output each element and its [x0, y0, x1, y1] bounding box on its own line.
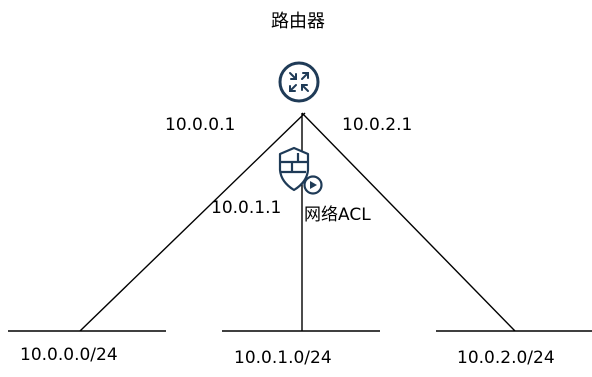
router-title: 路由器: [271, 11, 325, 32]
interface-ip-middle: 10.0.1.1: [211, 198, 282, 218]
firewall-shield-icon: [278, 146, 323, 195]
subnet-label-0: 10.0.0.0/24: [20, 345, 118, 365]
link-router-to-subnet-0: [79, 112, 306, 332]
link-router-to-subnet-2: [301, 112, 516, 332]
router-icon: [278, 61, 320, 103]
subnet-label-1: 10.0.1.0/24: [234, 348, 332, 368]
acl-label: 网络ACL: [304, 205, 371, 225]
subnet-label-2: 10.0.2.0/24: [457, 348, 555, 368]
interface-ip-right: 10.0.2.1: [342, 115, 413, 135]
interface-ip-left: 10.0.0.1: [165, 115, 236, 135]
